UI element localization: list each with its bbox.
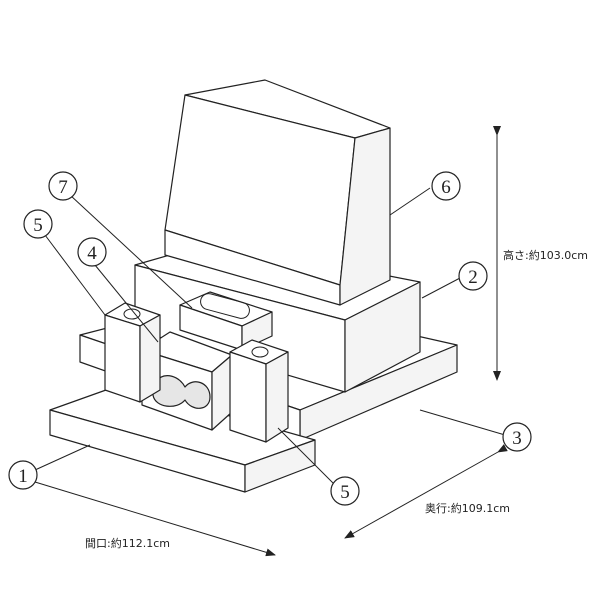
callout-1: 1 (8, 460, 38, 490)
callout-6: 6 (431, 171, 461, 201)
svg-text:2: 2 (468, 267, 478, 288)
callout-2: 2 (458, 261, 488, 291)
callout-7: 7 (48, 171, 78, 201)
svg-text:5: 5 (340, 482, 350, 503)
svg-text:4: 4 (87, 243, 97, 264)
svg-text:6: 6 (441, 177, 451, 198)
height-label: 高さ:約103.0cm (503, 249, 588, 262)
flower-vase-right (229, 339, 289, 443)
callout-5-left: 5 (23, 209, 53, 239)
svg-text:7: 7 (58, 177, 68, 198)
callout-4: 4 (77, 237, 107, 267)
callout-3: 3 (502, 422, 532, 452)
callout-5-right: 5 (330, 476, 360, 506)
main-stone (164, 79, 391, 306)
depth-arrow (344, 444, 508, 539)
width-label: 間口:約112.1cm (85, 537, 170, 550)
depth-label: 奥行:約109.1cm (425, 502, 510, 515)
svg-text:5: 5 (33, 215, 43, 236)
flower-vase-left (104, 302, 161, 403)
width-arrow (25, 475, 276, 557)
incense-holder (179, 291, 273, 351)
svg-text:3: 3 (512, 428, 522, 449)
svg-text:1: 1 (18, 466, 28, 487)
